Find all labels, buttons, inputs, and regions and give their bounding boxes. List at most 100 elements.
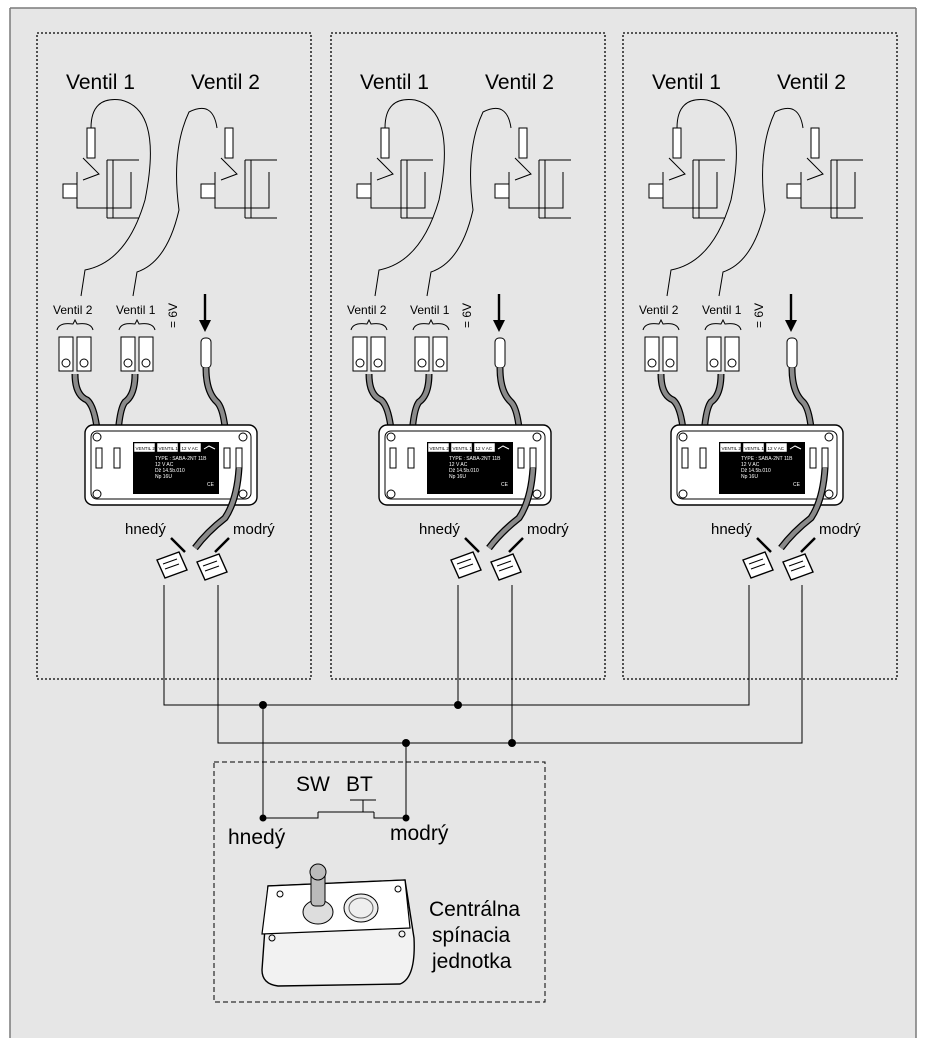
wire-brown-label: hnedý <box>419 521 460 538</box>
panel-frame <box>36 32 312 680</box>
plus-terminal-icon <box>709 358 719 368</box>
terminal-block <box>432 336 448 372</box>
arrow-down-icon <box>199 320 211 332</box>
module-port <box>389 447 397 469</box>
plate-cell-label: VENTIL 1 <box>453 446 473 451</box>
brace-icon <box>412 318 450 331</box>
pointer-arrow-icon <box>508 537 524 553</box>
arrow-down-icon <box>785 320 797 332</box>
plate-cell-label: VENTIL 1 <box>745 446 765 451</box>
valve-plug-icon <box>518 127 528 159</box>
screw-icon <box>238 489 248 499</box>
cable-output-core <box>487 467 536 550</box>
connector-lever <box>202 560 220 572</box>
central-caption-line-1: Centrálna <box>429 898 520 921</box>
valve-1-title: Ventil 1 <box>360 71 429 94</box>
plate-line: 12 V AC <box>155 462 174 468</box>
central-unit: SW BT hnedý modrý Centrálna spínacia jed… <box>213 761 546 1003</box>
screw-icon <box>92 432 102 442</box>
valve-wedge <box>668 157 686 181</box>
pointer-arrow-icon <box>800 537 816 553</box>
minus-terminal-icon <box>435 358 445 368</box>
plate-cell-label: 12 V AC <box>182 446 199 451</box>
screw-icon <box>276 890 284 898</box>
wago-connector-icon <box>490 553 522 581</box>
valve-knob-icon <box>494 183 510 199</box>
screw-icon <box>678 432 688 442</box>
connector-lever <box>748 558 766 570</box>
control-box-illustration <box>261 863 415 987</box>
valve-wedge <box>806 157 824 181</box>
valve-1-lead <box>666 99 737 297</box>
terminal-valve-1-label: Ventil 1 <box>702 303 742 317</box>
control-box-lid <box>261 879 411 935</box>
plus-terminal-icon <box>355 358 365 368</box>
screw-icon <box>386 489 396 499</box>
module-port <box>699 447 707 469</box>
brace-icon <box>56 318 94 331</box>
terminal-block <box>414 336 430 372</box>
plus-terminal-icon <box>61 358 71 368</box>
wire-blue-label: modrý <box>819 521 861 538</box>
valve-1-lead <box>80 99 151 297</box>
connector-body <box>490 553 522 581</box>
valve-1-title: Ventil 1 <box>652 71 721 94</box>
switch-symbol-icon <box>203 445 216 450</box>
wire-brown-label: hnedý <box>125 521 166 538</box>
switch-terminal <box>259 814 267 822</box>
screw-icon <box>268 934 276 942</box>
connector-plug-icon <box>494 337 506 369</box>
screw-icon <box>398 930 406 938</box>
valve-1-title: Ventil 1 <box>66 71 135 94</box>
connector-lever <box>788 560 806 572</box>
plate-cell-label: VENTIL 2 <box>430 446 450 451</box>
connector-body <box>450 551 482 579</box>
control-module-inner <box>90 430 252 500</box>
connector-lever <box>496 560 514 572</box>
module-port <box>235 447 243 469</box>
pointer-arrow-icon <box>170 537 186 553</box>
connector-lever <box>162 558 180 570</box>
wago-connector-icon <box>450 551 482 579</box>
terminal-valve-2-label: Ventil 2 <box>639 303 679 317</box>
connector-lever <box>456 558 474 570</box>
button-label: BT <box>346 773 373 796</box>
valve-knob-icon <box>786 183 802 199</box>
valve-knob-icon <box>356 183 372 199</box>
valve-1-lead <box>374 99 445 297</box>
module-port <box>529 447 537 469</box>
plate-cell-label: VENTIL 1 <box>159 446 179 451</box>
valve-wedge <box>220 157 238 181</box>
terminal-block <box>352 336 368 372</box>
wire-blue-label: modrý <box>527 521 569 538</box>
plate-cell <box>765 442 788 453</box>
screw-icon <box>386 432 396 442</box>
valve-knob-icon <box>62 183 78 199</box>
valve-wedge <box>514 157 532 181</box>
pointer-arrow-icon <box>214 537 230 553</box>
terminal-block <box>662 336 678 372</box>
plate-cell <box>156 442 179 453</box>
plate-cell <box>179 442 202 453</box>
connector-plug-icon <box>786 337 798 369</box>
bus-junction <box>508 739 516 747</box>
valve-wedge <box>376 157 394 181</box>
switch-terminal <box>402 814 410 822</box>
pointer-arrow-icon <box>464 537 480 553</box>
screw-icon <box>238 432 248 442</box>
module-port <box>517 447 525 469</box>
plate-cell <box>133 442 156 453</box>
minus-terminal-icon <box>373 358 383 368</box>
push-button-rim <box>348 897 374 919</box>
plate-line: Dž 14.5b.010 <box>155 468 185 474</box>
valve-body <box>244 159 277 219</box>
terminal-block <box>370 336 386 372</box>
valve-plug-icon <box>86 127 96 159</box>
valve-wedge <box>82 157 100 181</box>
wire-brown-label: hnedý <box>711 521 752 538</box>
ce-mark: CE <box>501 482 509 488</box>
